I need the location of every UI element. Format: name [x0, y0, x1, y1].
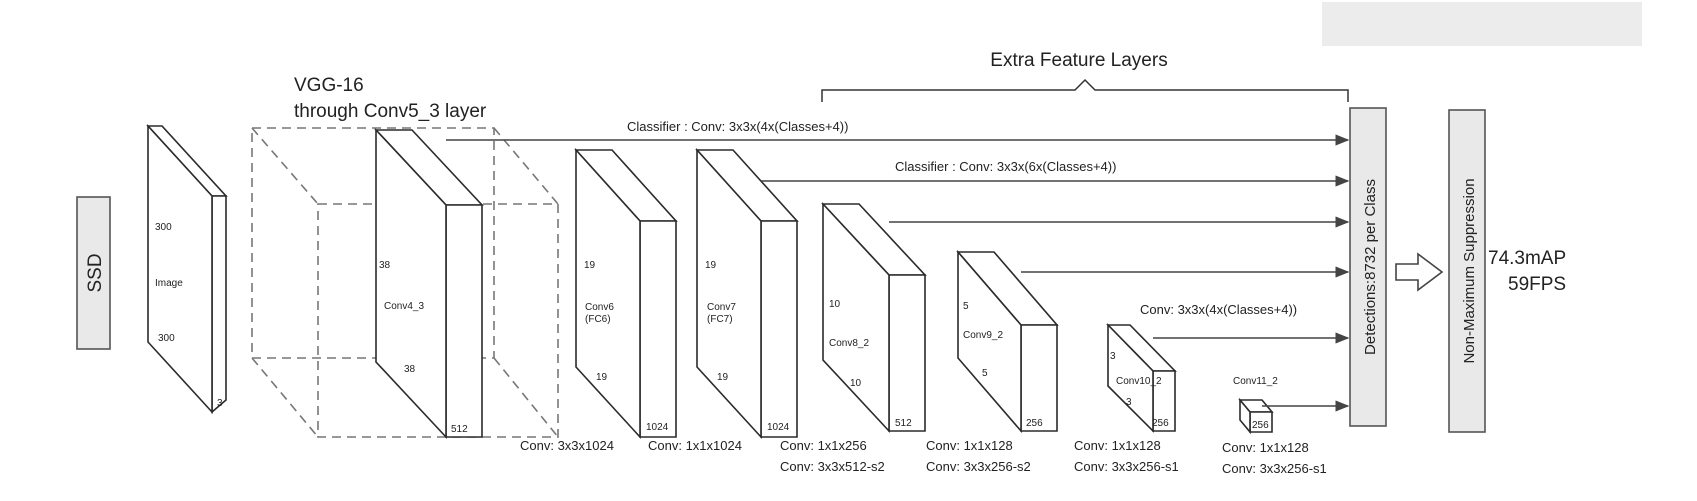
classifier-label-2: Classifier : Conv: 3x3x(6x(Classes+4)) — [895, 159, 1116, 174]
conv8-2-caption1: Conv: 1x1x256 — [780, 438, 867, 453]
ssd-label: SSD — [85, 253, 106, 292]
image-top-dim: 300 — [155, 222, 172, 233]
image-depth: 3 — [217, 398, 223, 409]
conv11-2-depth: 256 — [1252, 420, 1269, 431]
conv6-caption: Conv: 3x3x1024 — [520, 438, 614, 453]
conv8-2-bottom-dim: 10 — [850, 378, 862, 389]
conv9-2-name: Conv9_2 — [963, 330, 1003, 341]
conv11-2-block — [1238, 397, 1274, 435]
conv11-2-caption2: Conv: 3x3x256-s1 — [1222, 461, 1327, 476]
image-block — [146, 123, 228, 415]
conv6-block — [574, 147, 678, 440]
conv7-depth: 1024 — [767, 422, 790, 433]
map-value: 74.3mAP — [1488, 248, 1566, 269]
classifier-arrows — [446, 134, 1350, 412]
conv8-2-block — [821, 201, 927, 434]
conv6-bottom-dim: 19 — [596, 372, 608, 383]
conv9-2-depth: 256 — [1026, 418, 1043, 429]
conv11-2-caption1: Conv: 1x1x128 — [1222, 440, 1309, 455]
conv11-2-name: Conv11_2 — [1233, 376, 1278, 387]
conv4-3-name: Conv4_3 — [384, 301, 424, 312]
conv10-2-caption1: Conv: 1x1x128 — [1074, 438, 1161, 453]
extra-layers-brace — [821, 78, 1349, 102]
conv7-top-dim: 19 — [705, 260, 717, 271]
conv10-2-block — [1106, 323, 1177, 433]
conv6-name2: (FC6) — [585, 314, 611, 325]
detections-label: Detections:8732 per Class — [1362, 179, 1379, 355]
conv4-3-top-dim: 38 — [379, 260, 391, 271]
conv9-2-block — [956, 249, 1059, 434]
conv10-2-top-dim: 3 — [1110, 351, 1116, 362]
conv7-bottom-dim: 19 — [717, 372, 729, 383]
conv6-name: Conv6 — [585, 302, 614, 313]
conv10-2-name: Conv10_2 — [1116, 376, 1162, 387]
blurred-region — [1322, 2, 1642, 46]
vgg-label-line1: VGG-16 — [294, 75, 364, 96]
conv8-2-name: Conv8_2 — [829, 338, 869, 349]
conv7-caption: Conv: 1x1x1024 — [648, 438, 742, 453]
conv9-2-caption1: Conv: 1x1x128 — [926, 438, 1013, 453]
fps-value: 59FPS — [1508, 274, 1566, 295]
conv7-name: Conv7 — [707, 302, 736, 313]
image-bottom-dim: 300 — [158, 333, 175, 344]
conv7-block — [695, 147, 799, 440]
conv6-top-dim: 19 — [584, 260, 596, 271]
image-name: Image — [155, 278, 183, 289]
conv10-2-caption2: Conv: 3x3x256-s1 — [1074, 459, 1179, 474]
nms-panel — [1448, 109, 1486, 433]
conv8-2-top-dim: 10 — [829, 299, 841, 310]
conv9-2-caption2: Conv: 3x3x256-s2 — [926, 459, 1031, 474]
conv9-2-bottom-dim: 5 — [982, 368, 988, 379]
conv7-name2: (FC7) — [707, 314, 733, 325]
conv8-2-caption2: Conv: 3x3x512-s2 — [780, 459, 885, 474]
detections-panel — [1349, 107, 1387, 427]
conv4-3-bottom-dim: 38 — [404, 364, 416, 375]
vgg-label-line2: through Conv5_3 layer — [294, 101, 487, 122]
nms-label: Non-Maximum Suppression — [1461, 178, 1478, 363]
classifier-label-1: Classifier : Conv: 3x3x(4x(Classes+4)) — [627, 119, 848, 134]
nms-arrow — [1395, 252, 1444, 292]
conv9-2-top-dim: 5 — [963, 301, 969, 312]
conv6-depth: 1024 — [646, 422, 669, 433]
extra-feature-layers-title: Extra Feature Layers — [990, 50, 1167, 71]
conv4-3-depth: 512 — [451, 424, 468, 435]
conv8-2-depth: 512 — [895, 418, 912, 429]
classifier-label-3: Conv: 3x3x(4x(Classes+4)) — [1140, 302, 1297, 317]
ssd-panel — [76, 196, 111, 350]
conv4-3-block — [374, 127, 484, 440]
conv10-2-bottom-dim: 3 — [1126, 397, 1132, 408]
conv10-2-depth: 256 — [1152, 418, 1169, 429]
